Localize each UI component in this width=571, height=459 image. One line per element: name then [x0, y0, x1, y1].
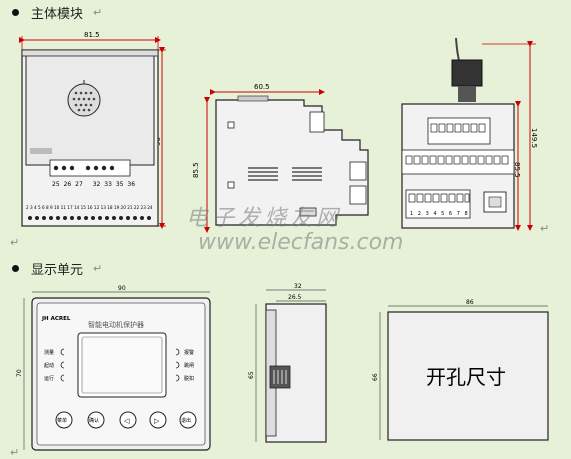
terminal-numbers-lower: 2 3 4 5 6 8 9 10 11 17 14 15 16 12 13 18…	[26, 205, 153, 210]
dimension-label: 90	[118, 285, 126, 292]
dimension-label: 86	[466, 299, 474, 306]
return-mark-icon: ↵	[10, 446, 20, 459]
bullet-icon	[12, 265, 19, 272]
menu-button[interactable]: 菜单	[57, 417, 67, 424]
led-label: 测量	[44, 349, 54, 356]
section-title: 主体模块	[31, 7, 84, 22]
dimension-label: 66	[372, 373, 379, 381]
dimension-label: 70	[16, 369, 23, 377]
main-side-view: 60.5 85.5	[192, 83, 369, 233]
exit-button[interactable]: 退出	[181, 417, 191, 424]
led-label: 报警	[184, 349, 194, 356]
dimension-label: 65	[248, 371, 255, 379]
dimension-label: 85.5	[192, 162, 200, 178]
dimension-label: 81.5	[84, 31, 100, 39]
dimension-label: 32	[294, 283, 302, 290]
return-mark-icon: ↵	[10, 236, 20, 249]
brand-label: JH ACREL	[41, 316, 71, 322]
display-front-view: 90 70 JH ACREL 智能电动机保护器 测量 起动 运行 报警 跳闸 脱…	[16, 285, 211, 451]
dimension-label: 26.5	[288, 294, 302, 301]
main-front-view: 81.5 90 25 26 27 32 33	[19, 31, 166, 229]
led-label: 跳闸	[184, 362, 194, 369]
bullet-icon	[12, 9, 19, 16]
keypad: 菜单 确认 ◁ ▷ 退出	[55, 411, 197, 429]
led-label: 起动	[44, 362, 54, 369]
dimension-label: 60.5	[254, 83, 270, 91]
display-side-view: 32 26.5 65	[248, 283, 327, 443]
left-button[interactable]: ◁	[124, 417, 130, 425]
cutout-label: 开孔尺寸	[426, 365, 506, 389]
device-title: 智能电动机保护器	[88, 320, 144, 329]
return-mark-icon: ↵	[93, 262, 103, 275]
section-title: 显示单元	[31, 263, 84, 278]
terminal-numbers-upper: 25 26 27 32 33 35 36	[52, 181, 135, 188]
confirm-button[interactable]: 确认	[89, 417, 99, 424]
section-heading-display-unit: 显示单元 ↵	[12, 259, 102, 278]
led-label: 脱扣	[184, 375, 194, 382]
return-mark-icon: ↵	[93, 6, 103, 19]
led-label: 运行	[44, 375, 54, 382]
dimension-label: 149.5	[530, 128, 538, 148]
terminal-numbers-bottom: 1 2 3 4 5 6 7 8	[410, 211, 468, 217]
return-mark-icon: ↵	[540, 222, 550, 235]
dimension-label: 85.5	[513, 162, 521, 178]
main-bottom-view: 149.5 85.5 1 2 3 4 5 6 7	[401, 37, 538, 231]
panel-cutout: 86 66 开孔尺寸	[372, 299, 549, 441]
section-heading-main-module: 主体模块 ↵	[12, 3, 102, 22]
right-button[interactable]: ▷	[154, 417, 160, 425]
